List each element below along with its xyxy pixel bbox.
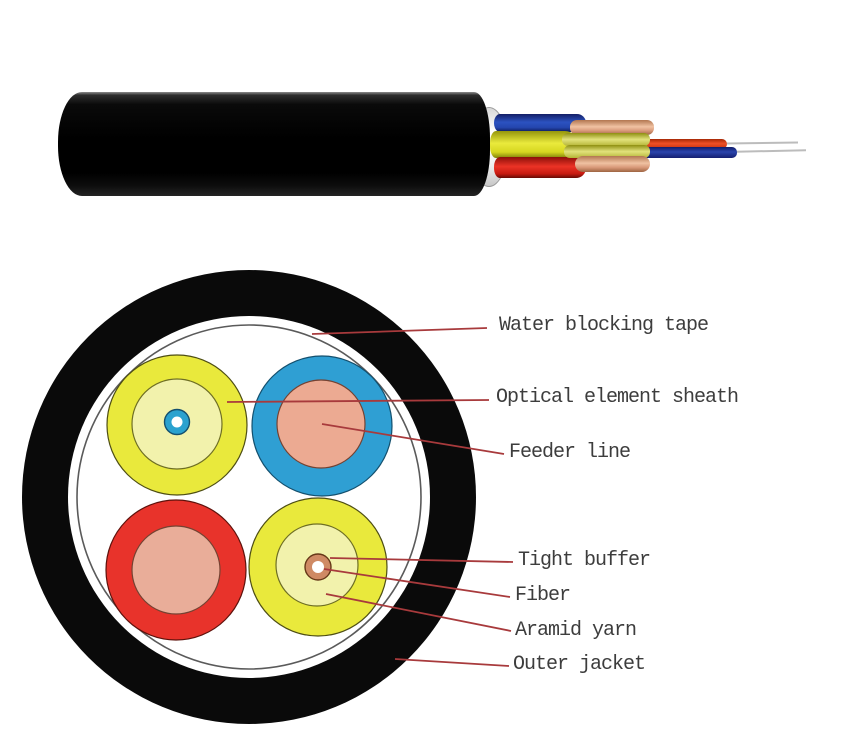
fiber-core-tl	[171, 416, 183, 428]
label-fiber: Fiber	[515, 584, 571, 607]
label-feeder-line: Feeder line	[509, 441, 631, 464]
stripped-cable-illustration	[0, 0, 847, 260]
label-outer-jacket: Outer jacket	[513, 653, 646, 676]
label-aramid-yarn: Aramid yarn	[515, 619, 637, 642]
jacket-inner-bore	[68, 316, 430, 678]
leader-lines	[226, 327, 514, 667]
red-tight-buffer-wire	[592, 139, 727, 149]
tan-strength-member-bottom	[575, 156, 650, 172]
leader-tight-buffer	[329, 557, 514, 563]
leader-fiber	[323, 568, 511, 598]
leader-feeder-line	[321, 423, 505, 455]
tan-strength-member-top	[570, 120, 654, 135]
outer-jacket-cylinder	[58, 92, 490, 196]
label-water-blocking-tape: Water blocking tape	[499, 314, 709, 337]
aramid-yarn-strand-2	[564, 145, 650, 158]
leader-outer-jacket	[394, 658, 510, 667]
water-blocking-tape-ring	[76, 324, 422, 670]
red-element-sheath-tube	[494, 157, 586, 178]
aramid-yarn-strand-1	[562, 133, 650, 146]
label-tight-buffer: Tight buffer	[518, 549, 651, 572]
blue-element-sheath-tube	[494, 114, 586, 132]
fiber-core-br	[312, 561, 324, 573]
leader-optical-element-sheath	[226, 399, 490, 403]
feeder-line-core-bl	[131, 525, 221, 615]
leader-aramid-yarn	[325, 593, 512, 632]
label-optical-element-sheath: Optical element sheath	[496, 386, 739, 409]
feeder-line-core-tr	[276, 379, 366, 469]
blue-tight-buffer-wire	[630, 147, 737, 158]
leader-water-blocking-tape	[311, 327, 488, 335]
